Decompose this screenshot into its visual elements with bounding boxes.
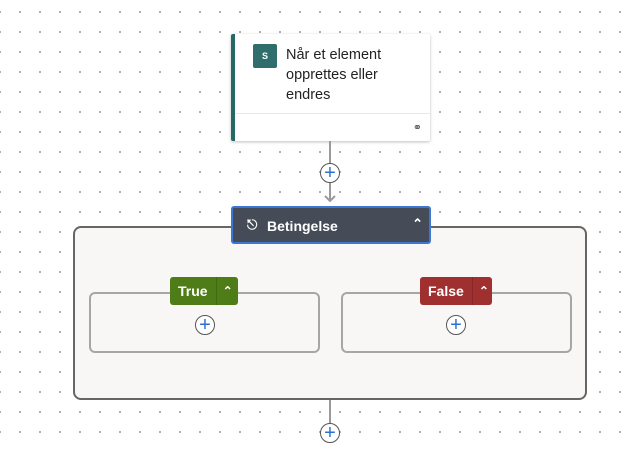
condition-header[interactable]: ⎋ Betingelse ⌃ xyxy=(231,206,431,244)
connector-line xyxy=(329,141,331,163)
condition-container xyxy=(73,226,587,400)
add-step-button[interactable]: + xyxy=(320,163,340,183)
add-step-button[interactable]: + xyxy=(320,423,340,443)
chevron-up-icon[interactable]: ⌃ xyxy=(471,277,495,305)
collapse-chevron-icon[interactable]: ⌃ xyxy=(412,216,423,231)
add-true-action-button[interactable]: + xyxy=(195,315,215,335)
false-branch-pill[interactable]: False ⌃ xyxy=(420,277,492,305)
condition-icon: ⎋ xyxy=(247,217,258,232)
false-label: False xyxy=(428,283,464,299)
link-icon[interactable]: ⚭ xyxy=(412,122,422,134)
sharepoint-icon: S xyxy=(253,44,277,68)
condition-title: Betingelse xyxy=(267,218,338,234)
trigger-card[interactable]: S Når et element opprettes eller endres … xyxy=(231,34,430,141)
add-false-action-button[interactable]: + xyxy=(446,315,466,335)
connector-line xyxy=(329,400,331,423)
connector-line xyxy=(329,183,331,200)
true-label: True xyxy=(178,283,208,299)
trigger-title: Når et element opprettes eller endres xyxy=(286,47,382,103)
chevron-up-icon[interactable]: ⌃ xyxy=(215,277,239,305)
card-divider xyxy=(235,113,430,114)
true-branch-pill[interactable]: True ⌃ xyxy=(170,277,238,305)
